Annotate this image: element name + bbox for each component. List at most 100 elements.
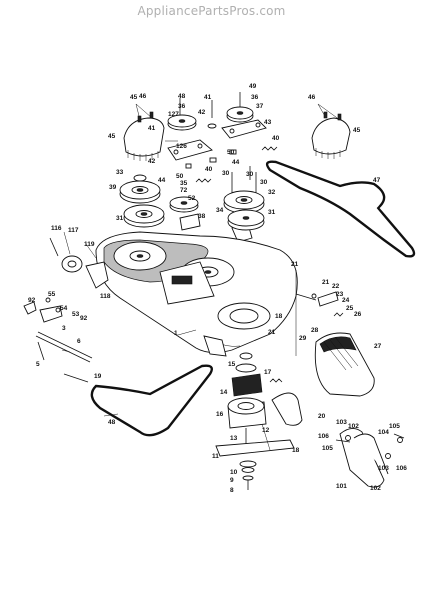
label-48: 48	[108, 419, 116, 426]
label-25: 25	[346, 305, 354, 312]
label-15: 15	[228, 361, 236, 368]
label-119: 119	[84, 241, 95, 248]
label-118: 118	[100, 293, 111, 300]
label-47: 47	[373, 177, 381, 184]
label-42: 42	[198, 109, 206, 116]
label-26: 26	[354, 311, 362, 318]
label-46: 46	[308, 94, 316, 101]
label-49: 49	[249, 83, 257, 90]
label-50: 50	[227, 149, 235, 156]
pulley-left	[119, 180, 199, 228]
label-8: 8	[230, 487, 234, 494]
deck-hanger-linkage	[23, 297, 93, 383]
label-29: 29	[299, 335, 307, 342]
label-45: 45	[353, 127, 361, 134]
label-92: 92	[80, 315, 88, 322]
label-53: 53	[72, 311, 80, 318]
label-31: 31	[268, 209, 276, 216]
label-40: 40	[272, 135, 280, 142]
label-105: 105	[389, 423, 400, 430]
label-106: 106	[318, 433, 329, 440]
label-13: 13	[230, 435, 238, 442]
label-32: 32	[268, 189, 276, 196]
label-19: 19	[94, 373, 102, 380]
label-3: 3	[62, 325, 66, 332]
label-20: 20	[318, 413, 326, 420]
label-117: 117	[68, 227, 79, 234]
label-44: 44	[158, 177, 166, 184]
label-103: 103	[378, 465, 389, 472]
idler-arm-assembly	[133, 92, 278, 243]
label-40: 40	[205, 166, 213, 173]
spindle-blade-assembly	[215, 352, 303, 490]
label-30: 30	[260, 179, 268, 186]
drive-belt-47	[265, 160, 416, 258]
label-38: 38	[198, 213, 206, 220]
label-45: 45	[130, 94, 138, 101]
label-102: 102	[370, 485, 381, 492]
label-45: 45	[108, 133, 116, 140]
label-44: 44	[232, 159, 240, 166]
label-18: 18	[275, 313, 283, 320]
label-102: 102	[348, 423, 359, 430]
label-42: 42	[148, 158, 156, 165]
label-30: 30	[222, 170, 230, 177]
label-39: 39	[109, 184, 117, 191]
label-24: 24	[342, 297, 350, 304]
pulley-right	[223, 190, 265, 231]
label-34: 34	[216, 207, 224, 214]
part-labels: 45 46 45 49 48 36 127 41 41 42 36 37 43 …	[28, 83, 407, 494]
label-105: 105	[322, 445, 333, 452]
label-1: 1	[174, 330, 178, 337]
label-10: 10	[230, 469, 238, 476]
label-30: 30	[246, 171, 254, 178]
label-9: 9	[230, 477, 234, 484]
label-21: 21	[322, 279, 330, 286]
label-41: 41	[148, 125, 156, 132]
label-54: 54	[60, 305, 68, 312]
label-18: 18	[292, 447, 300, 454]
label-5: 5	[36, 361, 40, 368]
discharge-chute	[314, 332, 375, 397]
label-17: 17	[264, 369, 272, 376]
label-106: 106	[396, 465, 407, 472]
label-22: 22	[332, 283, 340, 290]
label-101: 101	[336, 483, 347, 490]
label-55: 55	[48, 291, 56, 298]
label-52: 52	[188, 195, 196, 202]
label-36: 36	[251, 94, 259, 101]
label-116: 116	[51, 225, 62, 232]
label-92: 92	[28, 297, 36, 304]
label-11: 11	[212, 453, 219, 460]
leader-lines	[61, 140, 297, 451]
label-12: 12	[262, 427, 270, 434]
label-21: 21	[268, 329, 276, 336]
label-28: 28	[311, 327, 319, 334]
label-37: 37	[256, 103, 264, 110]
label-48: 48	[178, 93, 186, 100]
label-23: 23	[336, 291, 344, 298]
belt-cover-right	[311, 103, 351, 159]
label-21: 21	[291, 261, 299, 268]
deflector-assembly	[335, 428, 405, 488]
label-72: 72	[180, 187, 188, 194]
label-46: 46	[139, 93, 147, 100]
label-33: 33	[116, 169, 124, 176]
mower-deck	[49, 231, 298, 357]
label-6: 6	[77, 338, 81, 345]
belt-cover-left	[123, 103, 165, 161]
label-36: 36	[178, 103, 186, 110]
label-35: 35	[180, 180, 188, 187]
label-104: 104	[378, 429, 389, 436]
chute-hardware	[295, 291, 344, 317]
label-16: 16	[216, 411, 224, 418]
label-103: 103	[336, 419, 347, 426]
deck-belt-48	[90, 364, 213, 437]
label-127: 127	[168, 111, 179, 118]
label-43: 43	[264, 119, 272, 126]
watermark-text: AppliancePartsPros.com	[137, 4, 286, 18]
label-27: 27	[374, 343, 382, 350]
label-50: 50	[176, 173, 184, 180]
label-31: 31	[116, 215, 124, 222]
